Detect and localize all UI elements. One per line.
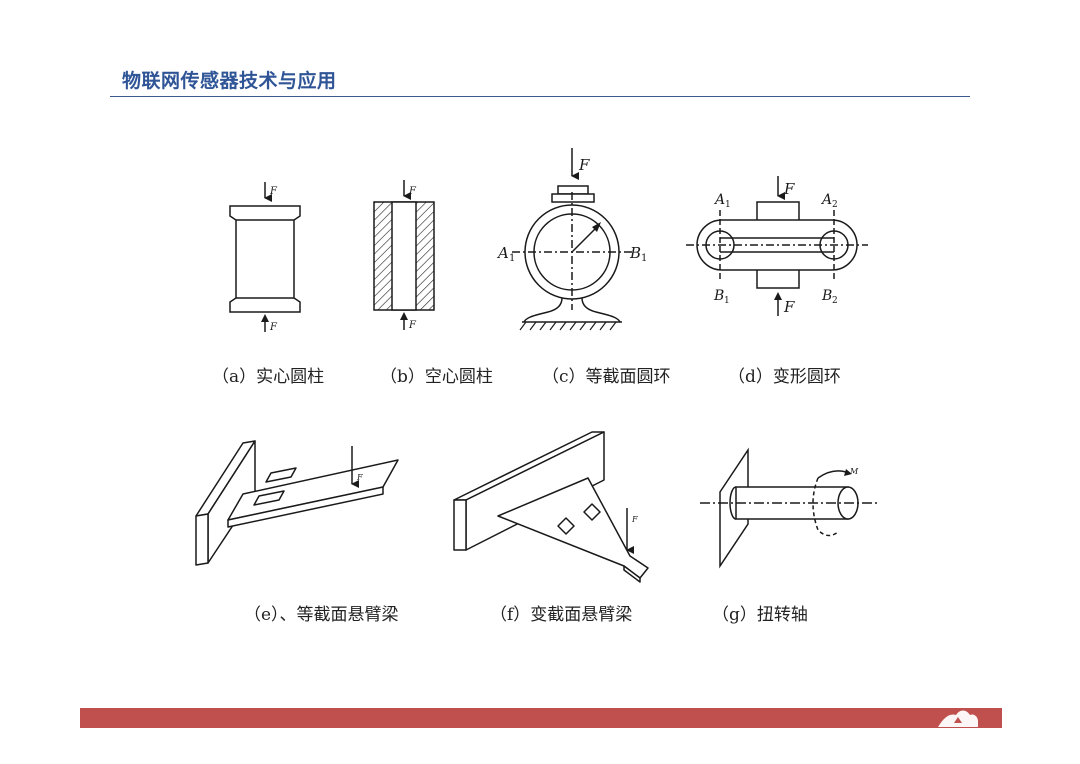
constant-section-ring-diagram bbox=[512, 148, 632, 331]
header-divider bbox=[110, 96, 970, 97]
label-b2-d: B bbox=[821, 288, 832, 304]
constant-cantilever-beam-diagram bbox=[195, 440, 399, 566]
caption-solid-cylinder: （a）实心圆柱 bbox=[212, 367, 325, 387]
caption-variable-cantilever: （f）变截面悬臂梁 bbox=[490, 605, 633, 625]
force-label-b-bottom: F bbox=[408, 320, 417, 331]
page-title: 物联网传感器技术与应用 bbox=[122, 70, 337, 92]
label-b1-c: B bbox=[629, 244, 641, 262]
label-a1-d: A bbox=[713, 192, 725, 208]
moment-label-g: M bbox=[849, 467, 859, 476]
label-b1-d-sub: 1 bbox=[724, 296, 730, 306]
force-label-c: F bbox=[578, 156, 590, 174]
force-label-d-top: F bbox=[783, 180, 795, 198]
footer-logo-icon bbox=[938, 710, 978, 727]
force-label-d-bottom: F bbox=[783, 298, 795, 316]
force-label-a-bottom: F bbox=[269, 322, 278, 333]
torsion-shaft-diagram bbox=[700, 447, 880, 569]
force-label-f: F bbox=[631, 515, 638, 524]
caption-deformed-ring: （d）变形圆环 bbox=[728, 367, 841, 387]
label-a1-c-sub: 1 bbox=[509, 253, 515, 264]
force-label-e: F bbox=[356, 473, 363, 482]
label-b1-d: B bbox=[713, 288, 724, 304]
caption-torsion-shaft: （g）扭转轴 bbox=[712, 605, 808, 625]
label-a2-d: A bbox=[820, 192, 832, 208]
caption-hollow-cylinder: （b）空心圆柱 bbox=[380, 367, 493, 387]
variable-cantilever-beam-diagram bbox=[453, 431, 649, 583]
force-label-b-top: F bbox=[408, 186, 417, 197]
footer-bar bbox=[80, 708, 1002, 728]
deformed-ring-diagram bbox=[686, 176, 868, 316]
label-a1-c: A bbox=[496, 244, 509, 262]
caption-constant-ring: （c）等截面圆环 bbox=[542, 367, 671, 387]
label-a1-d-sub: 1 bbox=[725, 200, 731, 210]
force-label-a-top: F bbox=[269, 186, 278, 197]
caption-constant-cantilever: （e）、等截面悬臂梁 bbox=[244, 605, 399, 625]
label-a2-d-sub: 2 bbox=[832, 200, 838, 210]
solid-cylinder-diagram bbox=[229, 182, 301, 332]
label-b1-c-sub: 1 bbox=[641, 253, 647, 264]
hollow-cylinder-diagram bbox=[373, 180, 435, 330]
label-b2-d-sub: 2 bbox=[832, 296, 838, 306]
